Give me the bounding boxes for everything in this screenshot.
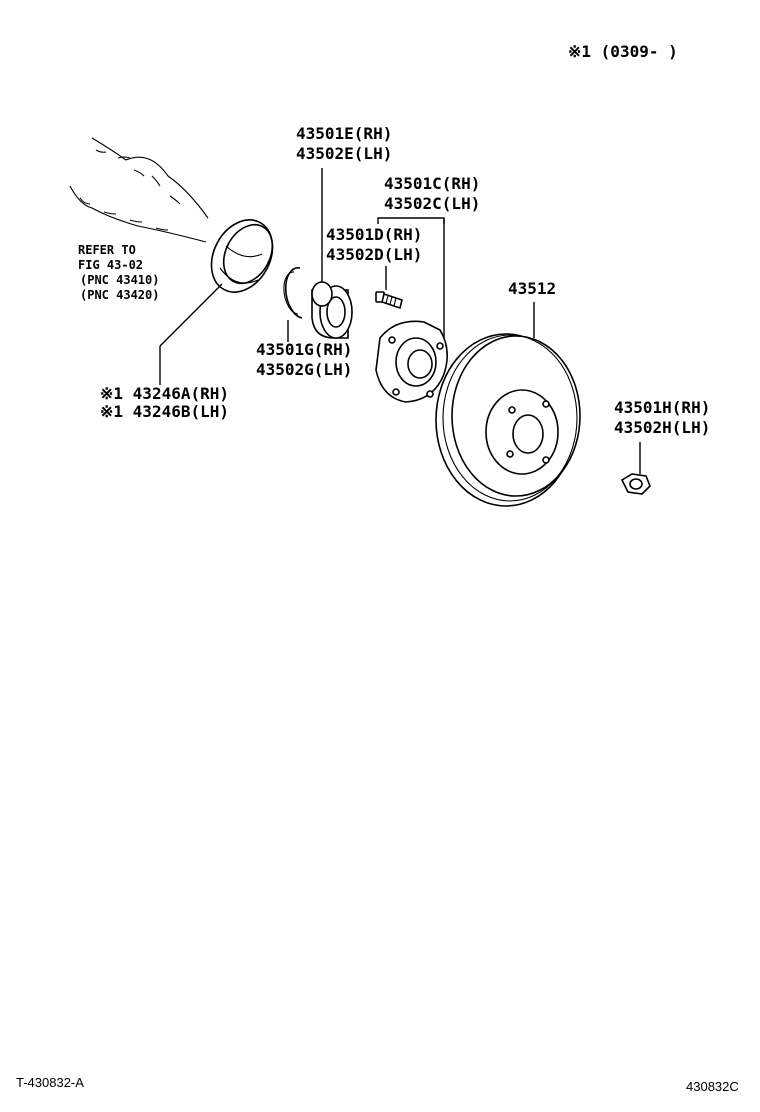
- hub-bearing-part: [311, 281, 353, 339]
- applicability-note: ※1 (0309- ): [568, 42, 678, 61]
- part-label-seal-lh: ※1 43246B(LH): [100, 402, 229, 421]
- refer-to-figure-note: REFER TO FIG 43-02 (PNC 43410) (PNC 4342…: [78, 243, 159, 302]
- part-label-snap-ring-lh: 43502G(LH): [256, 360, 352, 379]
- part-label-seal-rh: ※1 43246A(RH): [100, 384, 229, 403]
- dust-deflector-part: [210, 219, 274, 293]
- part-label-disc: 43512: [508, 279, 556, 298]
- part-label-bearing-lh: 43502E(LH): [296, 144, 392, 163]
- svg-text:FIG 43-02: FIG 43-02: [78, 258, 143, 272]
- svg-text:(PNC 43420): (PNC 43420): [80, 288, 159, 302]
- axle-hub-part: [375, 320, 448, 403]
- part-label-bearing-rh: 43501E(RH): [296, 124, 392, 143]
- part-label-hub-bolt-lh: 43502D(LH): [326, 245, 422, 264]
- hub-assy-bracket: [377, 217, 445, 224]
- brake-disc-part: [435, 333, 581, 507]
- illustration-code-left: T-430832-A: [16, 1075, 84, 1090]
- svg-text:REFER TO: REFER TO: [78, 243, 136, 257]
- seal-leader-line: [159, 283, 223, 347]
- drive-shaft-reference-sketch: [69, 137, 209, 243]
- svg-text:(PNC 43410): (PNC 43410): [80, 273, 159, 287]
- part-label-snap-ring-rh: 43501G(RH): [256, 340, 352, 359]
- hub-nut-part: [620, 473, 651, 495]
- illustration-code-right: 430832C: [686, 1079, 739, 1094]
- part-label-nut-rh: 43501H(RH): [614, 398, 710, 417]
- part-label-hub-assy-rh: 43501C(RH): [384, 174, 480, 193]
- part-label-nut-lh: 43502H(LH): [614, 418, 710, 437]
- snap-ring-part: [283, 267, 303, 319]
- hub-bolt-part: [375, 291, 403, 310]
- part-label-hub-bolt-rh: 43501D(RH): [326, 225, 422, 244]
- part-label-hub-assy-lh: 43502C(LH): [384, 194, 480, 213]
